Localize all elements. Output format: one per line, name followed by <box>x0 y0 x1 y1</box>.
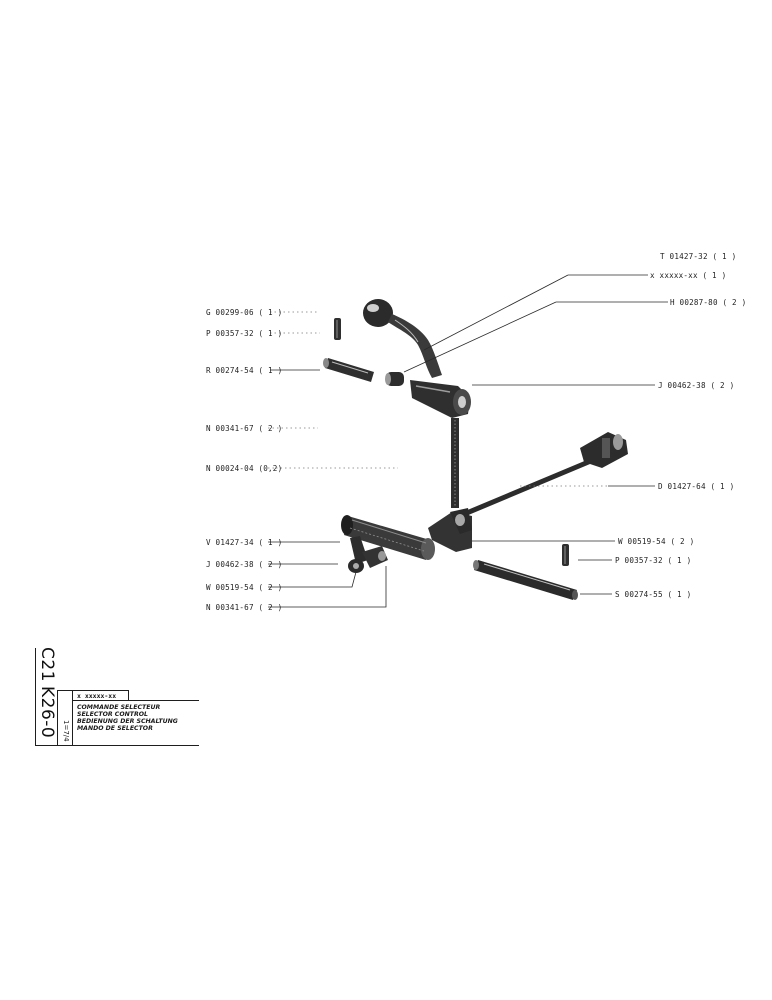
leader-h-diag <box>403 301 557 373</box>
label-j1: J 00462-38 ( 2 ) <box>658 381 734 390</box>
title-block-top-rule <box>57 690 129 691</box>
pin-s <box>473 560 578 600</box>
gear-knob <box>363 299 393 327</box>
lever-pivot-housing <box>410 380 471 418</box>
leader-n3 <box>268 566 387 608</box>
threaded-rod <box>451 418 459 508</box>
title-desc-de: BEDIENUNG DER SCHALTUNG <box>77 718 178 725</box>
label-g: G 00299-06 ( 1 ) <box>206 308 282 317</box>
selector-rod <box>459 455 601 518</box>
lower-linkage-arm <box>348 536 388 573</box>
title-block-mid-rule <box>72 700 199 701</box>
gear-lever <box>388 314 442 378</box>
label-x: x xxxxx-xx ( 1 ) <box>650 271 726 280</box>
label-p2: P 00357-32 ( 1 ) <box>615 556 691 565</box>
pin-r <box>323 358 374 382</box>
leader-w2 <box>268 571 357 588</box>
label-j2: J 00462-38 ( 2 ) <box>206 560 282 569</box>
drawing-code-line2: K26-0 <box>37 686 57 739</box>
title-desc-fr: COMMANDE SELECTEUR <box>77 704 161 711</box>
small-pin-bottom <box>562 544 569 566</box>
lower-bracket <box>428 508 472 552</box>
rod-clevis <box>580 432 628 468</box>
label-h: H 00287-80 ( 2 ) <box>670 298 746 307</box>
drawing-code-line1: C21 <box>37 647 57 683</box>
leader-lines <box>268 274 668 608</box>
lever-bushing <box>385 372 404 386</box>
lower-cylinder <box>341 515 435 560</box>
title-block-inner-rule-2 <box>72 690 73 746</box>
label-d: D 01427-64 ( 1 ) <box>658 482 734 491</box>
part-labels: T 01427-32 ( 1 ) x xxxxx-xx ( 1 ) H 0028… <box>206 252 746 612</box>
title-block-left-rule <box>35 648 36 746</box>
drawing-scale: 1=7/4 <box>62 720 70 742</box>
label-w1: W 00519-54 ( 2 ) <box>618 537 694 546</box>
title-block-bottom-rule <box>35 745 199 746</box>
label-s: S 00274-55 ( 1 ) <box>615 590 691 599</box>
leader-x-diag <box>423 274 569 351</box>
title-desc-en: SELECTOR CONTROL <box>77 711 148 718</box>
title-block-inner-rule <box>57 690 58 746</box>
label-v: V 01427-34 ( 1 ) <box>206 538 282 547</box>
label-p1: P 00357-32 ( 1 ) <box>206 329 282 338</box>
label-t: T 01427-32 ( 1 ) <box>660 252 736 261</box>
label-r: R 00274-54 ( 1 ) <box>206 366 282 375</box>
parts-illustration <box>323 299 628 600</box>
label-n1: N 00341-67 ( 2 ) <box>206 424 282 433</box>
label-n2: N 00024-04 (0,2) <box>206 464 282 473</box>
title-ref: x xxxxx-xx <box>77 692 117 700</box>
label-n3: N 00341-67 ( 2 ) <box>206 603 282 612</box>
title-desc-es: MANDO DE SELECTOR <box>77 725 153 732</box>
label-w2: W 00519-54 ( 2 ) <box>206 583 282 592</box>
small-pin-top <box>334 318 341 340</box>
